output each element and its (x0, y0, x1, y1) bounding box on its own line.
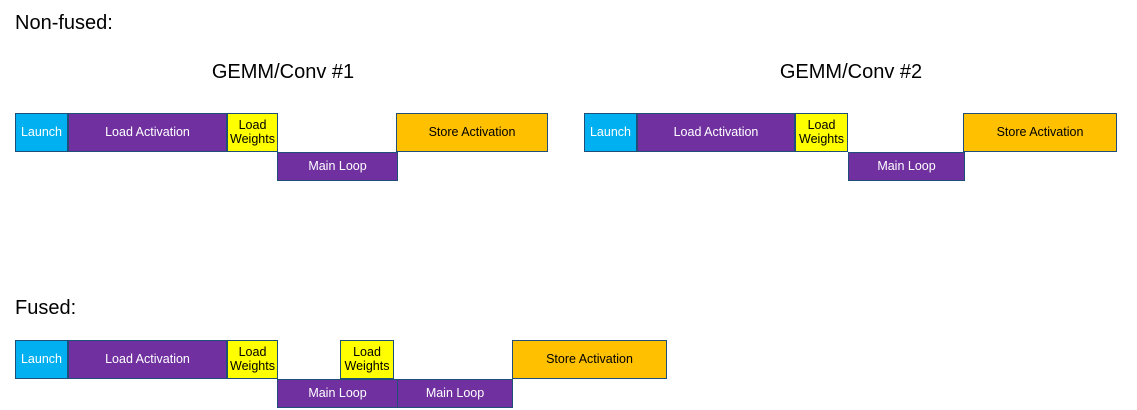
bar-launch-conv1[interactable]: Launch (15, 113, 68, 152)
bar-launch-conv2[interactable]: Launch (584, 113, 637, 152)
bar-main-loop-conv1[interactable]: Main Loop (277, 152, 398, 181)
bar-load-activation-conv2[interactable]: Load Activation (637, 113, 795, 152)
bar-main-loop-2-fused[interactable]: Main Loop (397, 379, 513, 408)
bar-load-weights-1-fused[interactable]: Load Weights (227, 340, 278, 379)
bar-main-loop-conv2[interactable]: Main Loop (848, 152, 965, 181)
bar-main-loop-1-fused[interactable]: Main Loop (277, 379, 398, 408)
bar-load-activation-fused[interactable]: Load Activation (68, 340, 227, 379)
bar-store-activation-conv2[interactable]: Store Activation (963, 113, 1117, 152)
bar-load-activation-conv1[interactable]: Load Activation (68, 113, 227, 152)
section-label-non-fused: Non-fused: (15, 12, 113, 34)
section-label-fused: Fused: (15, 297, 77, 319)
bar-load-weights-2-fused[interactable]: Load Weights (340, 340, 394, 379)
bar-store-activation-conv1[interactable]: Store Activation (396, 113, 548, 152)
bar-store-activation-fused[interactable]: Store Activation (512, 340, 667, 379)
bar-launch-fused[interactable]: Launch (15, 340, 68, 379)
bar-load-weights-conv2[interactable]: Load Weights (795, 113, 848, 152)
group-title-gemm-conv-2: GEMM/Conv #2 (779, 61, 923, 83)
bar-load-weights-conv1[interactable]: Load Weights (227, 113, 278, 152)
group-title-gemm-conv-1: GEMM/Conv #1 (211, 61, 355, 83)
